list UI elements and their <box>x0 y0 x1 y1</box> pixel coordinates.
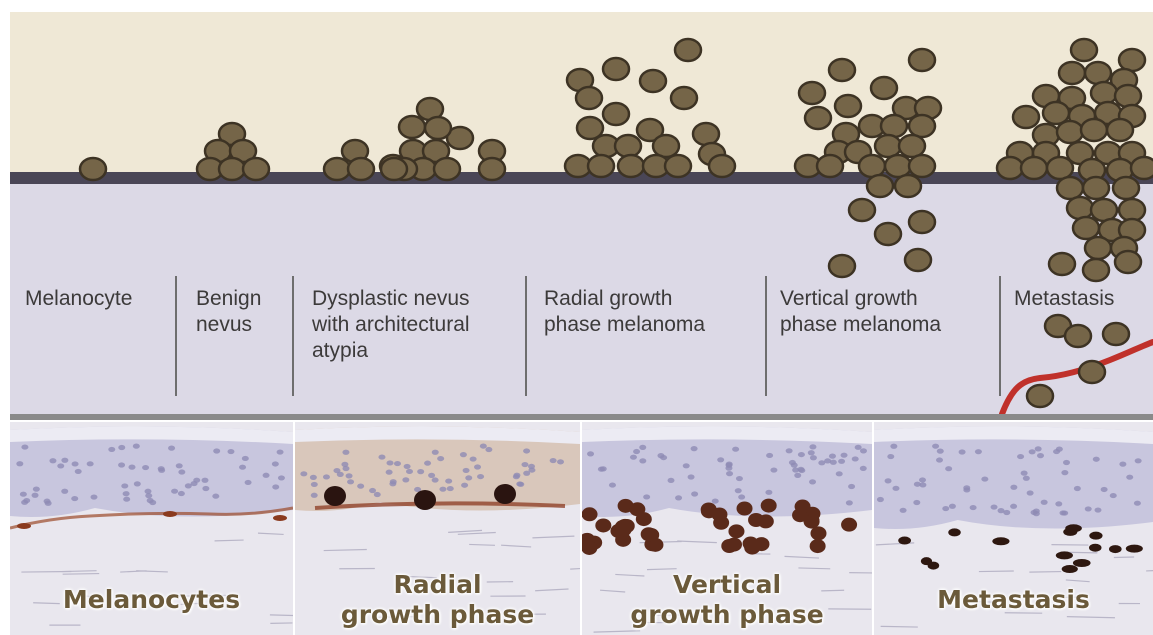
melanocyte-cell <box>479 158 505 180</box>
melanocyte-cell <box>859 155 885 177</box>
melanocyte-cell <box>675 39 701 61</box>
melanocyte-cell <box>1079 361 1105 383</box>
melanocyte-cell <box>885 155 911 177</box>
panel-caption: Metastasis <box>874 585 1153 615</box>
melanocyte-cell <box>997 157 1023 179</box>
melanocyte-cell <box>1115 85 1141 107</box>
melanocyte-cell <box>909 155 935 177</box>
melanocyte-cell <box>324 158 350 180</box>
melanocyte-cell <box>1071 39 1097 61</box>
melanocyte-cell <box>1013 106 1039 128</box>
melanocyte-cell <box>1115 251 1141 273</box>
melanocyte-cell <box>1027 385 1053 407</box>
panel-caption: Radial growth phase <box>295 570 580 630</box>
melanocyte-cell <box>653 135 679 157</box>
stage-label-benign-nevus: Benign nevus <box>196 286 261 338</box>
melanocyte-cell <box>1021 157 1047 179</box>
melanocyte-cell <box>381 158 407 180</box>
melanocyte-cell <box>671 87 697 109</box>
melanocyte-cell <box>871 77 897 99</box>
section-separator <box>10 414 1153 420</box>
melanocyte-cell <box>1119 199 1145 221</box>
melanocyte-cell <box>80 158 106 180</box>
melanocyte-cell <box>909 49 935 71</box>
stage-label-metastasis: Metastasis <box>1014 286 1114 312</box>
melanocyte-cell <box>425 117 451 139</box>
melanocyte-cell <box>881 115 907 137</box>
melanocyte-cell <box>849 199 875 221</box>
stage-label-radial-growth: Radial growth phase melanoma <box>544 286 705 338</box>
stage-label-dysplastic-nevus: Dysplastic nevus with architectural atyp… <box>312 286 470 364</box>
melanocyte-cell <box>1085 62 1111 84</box>
melanocyte-cell <box>1081 119 1107 141</box>
melanocyte-cell <box>1065 325 1091 347</box>
melanocyte-cell <box>615 135 641 157</box>
melanocyte-cell <box>899 135 925 157</box>
histology-panel-vertical-growth: Vertical growth phase <box>582 422 872 635</box>
melanocyte-cell <box>1073 217 1099 239</box>
melanocyte-cell <box>1057 177 1083 199</box>
melanocyte-cell <box>799 82 825 104</box>
melanocyte-cell <box>348 158 374 180</box>
melanocyte-cell <box>709 155 735 177</box>
melanocyte-cell <box>576 87 602 109</box>
histology-panel-radial-growth: Radial growth phase <box>295 422 580 635</box>
panel-caption: Vertical growth phase <box>582 570 872 630</box>
melanocyte-cell <box>909 211 935 233</box>
melanocyte-cell <box>909 115 935 137</box>
stage-label-melanocyte: Melanocyte <box>25 286 132 312</box>
melanocyte-cell <box>640 70 666 92</box>
melanocyte-cell <box>829 255 855 277</box>
melanocyte-cell <box>603 58 629 80</box>
melanocyte-cell <box>829 59 855 81</box>
melanocyte-cell <box>805 107 831 129</box>
histology-panel-metastasis: Metastasis <box>874 422 1153 635</box>
melanocyte-cell <box>1057 121 1083 143</box>
melanocyte-cell <box>1085 237 1111 259</box>
melanocyte-cell <box>1047 157 1073 179</box>
melanocyte-cell <box>1059 62 1085 84</box>
melanocyte-cell <box>618 155 644 177</box>
melanocyte-cell <box>895 175 921 197</box>
melanocyte-cell <box>1103 323 1129 345</box>
melanocyte-cell <box>875 135 901 157</box>
melanocyte-cell <box>243 158 269 180</box>
progression-diagram <box>0 0 1153 422</box>
melanocyte-cell <box>835 95 861 117</box>
melanocyte-cell <box>1083 177 1109 199</box>
melanocyte-cell <box>1119 49 1145 71</box>
melanocyte-cell <box>603 103 629 125</box>
melanocyte-cell <box>1091 82 1117 104</box>
melanocyte-cell <box>399 116 425 138</box>
melanocyte-cell <box>1107 119 1133 141</box>
melanocyte-cell <box>434 158 460 180</box>
melanocyte-cell <box>1083 259 1109 281</box>
melanocyte-cell <box>817 155 843 177</box>
melanocyte-cell <box>905 249 931 271</box>
melanocyte-cell <box>1091 199 1117 221</box>
melanocyte-cell <box>1113 177 1139 199</box>
histology-panel-melanocytes: Melanocytes <box>10 422 293 635</box>
melanocyte-cell <box>1049 253 1075 275</box>
melanocyte-cell <box>588 155 614 177</box>
melanocyte-cell <box>665 155 691 177</box>
melanocyte-cell <box>875 223 901 245</box>
melanocyte-cell <box>693 123 719 145</box>
stage-label-vertical-growth: Vertical growth phase melanoma <box>780 286 941 338</box>
melanocyte-cell <box>1131 157 1153 179</box>
panel-caption: Melanocytes <box>10 585 293 615</box>
melanocyte-cell <box>1067 197 1093 219</box>
melanocyte-cell <box>219 158 245 180</box>
melanocyte-cell <box>867 175 893 197</box>
